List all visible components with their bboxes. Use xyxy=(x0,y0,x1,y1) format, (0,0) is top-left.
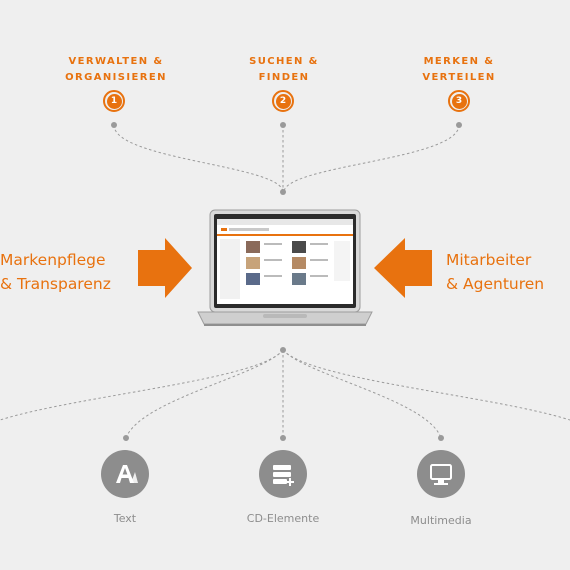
node-dot xyxy=(280,122,286,128)
text-a-icon xyxy=(116,465,138,483)
node-dot xyxy=(456,122,462,128)
category-label-cd: CD-Elemente xyxy=(246,512,320,525)
cd-category-circle xyxy=(259,450,307,498)
step-label-2: SUCHEN & FINDEN xyxy=(249,56,319,83)
arrow-right-icon xyxy=(138,238,192,298)
node-dot xyxy=(111,122,117,128)
connector-text xyxy=(125,349,284,439)
multimedia-category-circle xyxy=(417,450,465,498)
step-label-1: VERWALTEN & ORGANISIEREN xyxy=(65,56,167,83)
node-dot xyxy=(280,189,286,195)
node-dot xyxy=(438,435,444,441)
right-text: Mitarbeiter & Agenturen xyxy=(446,251,545,293)
cd-elements-icon xyxy=(273,465,294,486)
category-label-multimedia: Multimedia xyxy=(410,514,472,527)
step-badge-1: 1 xyxy=(103,90,125,112)
step-number-2: 2 xyxy=(275,93,291,109)
node-dot xyxy=(123,435,129,441)
step-number-1: 1 xyxy=(106,93,122,109)
connector-step-1 xyxy=(113,124,284,193)
connector-out-left xyxy=(0,349,284,421)
node-dot xyxy=(280,347,286,353)
connector-out-right xyxy=(282,349,570,421)
category-label-text: Text xyxy=(113,512,137,525)
node-dot xyxy=(280,435,286,441)
step-number-3: 3 xyxy=(451,93,467,109)
arrow-left-icon xyxy=(374,238,432,298)
step-badge-2: 2 xyxy=(272,90,294,112)
connector-step-3 xyxy=(283,124,460,193)
monitor-icon xyxy=(430,464,452,485)
text-category-circle xyxy=(101,450,149,498)
step-label-3: MERKEN & VERTEILEN xyxy=(422,56,496,83)
connector-multimedia xyxy=(282,349,442,439)
step-badge-3: 3 xyxy=(448,90,470,112)
laptop-icon xyxy=(197,209,373,326)
left-text: Markenpflege & Transparenz xyxy=(0,251,111,293)
